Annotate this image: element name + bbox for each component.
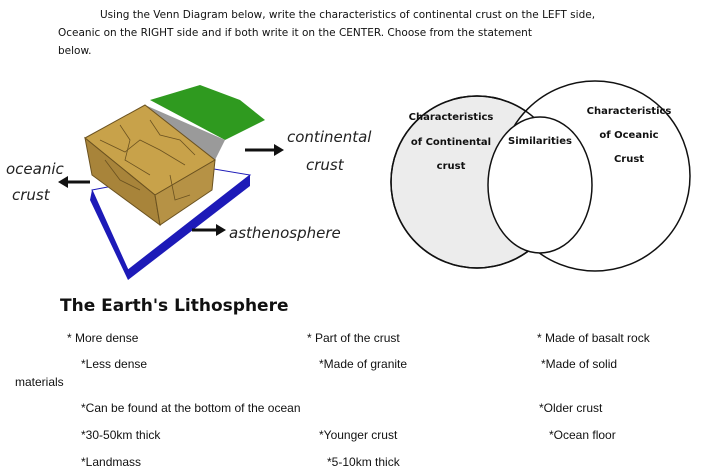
statement-made-of-solid: *Made of solid [541,357,618,371]
statement-landmass: *Landmass [81,455,142,469]
oceanic-crust-slab [90,190,128,280]
statement-older-crust: *Older crust [539,401,603,415]
instruction-line-1: Using the Venn Diagram below, write the … [100,9,596,21]
figure-title: The Earth's Lithosphere [60,296,289,316]
arrow-asthenosphere [192,224,226,236]
statement-ocean-floor: *Ocean floor [549,428,616,442]
venn-right-label: Characteristics of Oceanic Crust [586,106,672,165]
statement-younger-crust: *Younger crust [319,428,398,442]
label-asthenosphere: asthenosphere [229,224,341,242]
crust-fracture-lines [99,119,196,201]
venn-diagram [390,80,691,272]
statement-less-dense: *Less dense [81,357,148,371]
continental-land [150,85,265,140]
label-continental: continental [287,128,372,146]
venn-center-label: Similarities [508,136,572,147]
statement-basalt: * Made of basalt rock [537,331,650,345]
statement-bottom-of-ocean: *Can be found at the bottom of the ocean [81,401,301,415]
label-oceanic: oceanic [6,160,64,178]
statement-more-dense: * More dense [67,331,139,345]
statement-materials: materials [15,375,64,389]
statement-5-10km: *5-10km thick [327,455,400,469]
instruction-line-3: below. [58,45,92,57]
statement-part-of-crust: * Part of the crust [307,331,400,345]
venn-center-circle [487,116,593,254]
instructions: Using the Venn Diagram below, write the … [58,6,678,60]
label-oceanic-crust: crust [12,186,50,204]
arrow-oceanic [58,176,90,188]
venn-left-label: Characteristics of Continental crust [408,112,494,172]
crust-block-side [154,159,216,226]
statement-granite: *Made of granite [319,357,408,371]
arrow-continental [245,144,284,156]
lithosphere-illustration [58,85,284,280]
statement-30-50km: *30-50km thick [81,428,161,442]
label-continental-crust: crust [306,156,344,174]
instruction-line-2: Oceanic on the RIGHT side and if both wr… [58,27,532,39]
asthenosphere-slab [128,175,250,280]
